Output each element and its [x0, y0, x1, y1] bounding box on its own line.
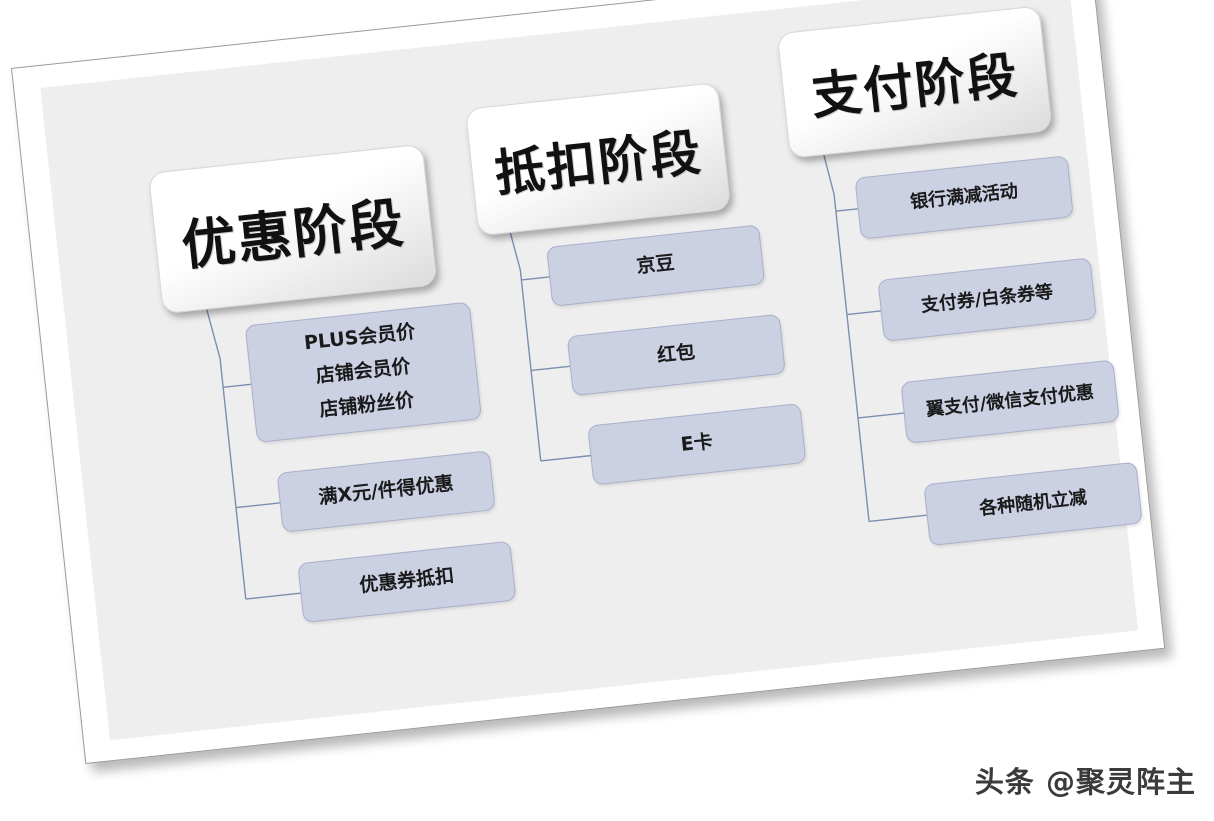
branch-line-col3-3	[868, 514, 927, 523]
node-threshold-discount[interactable]: 满X元/件得优惠	[276, 450, 496, 533]
branch-line-col3-0	[835, 208, 858, 212]
diagram-canvas: 优惠阶段 PLUS会员价 店铺会员价 店铺粉丝价 满X元/件得优惠 优惠券抵扣 …	[40, 0, 1143, 741]
node-red-packet[interactable]: 红包	[566, 313, 786, 397]
paper-sheet: 优惠阶段 PLUS会员价 店铺会员价 店铺粉丝价 满X元/件得优惠 优惠券抵扣 …	[11, 0, 1166, 765]
node-line: 优惠券抵扣	[358, 564, 456, 597]
node-line: 店铺粉丝价	[318, 389, 416, 422]
node-coupon-deduction[interactable]: 优惠券抵扣	[297, 540, 517, 624]
branch-line-col2-0	[521, 276, 550, 281]
branch-line-col3-1	[846, 310, 881, 316]
branch-line-col3-2	[857, 412, 904, 419]
watermark: 头条 @聚灵阵主	[974, 765, 1196, 799]
stage-header-discount[interactable]: 优惠阶段	[147, 143, 438, 315]
stage-header-deduction[interactable]: 抵扣阶段	[464, 82, 732, 237]
branch-line-col1-0	[223, 383, 252, 388]
node-line: PLUS会员价	[303, 320, 417, 355]
stage-header-label: 支付阶段	[808, 46, 1022, 126]
node-line: 京豆	[635, 251, 676, 278]
node-line: E卡	[679, 430, 714, 456]
branch-line-col1-2	[245, 592, 301, 600]
node-line: 银行满减活动	[909, 180, 1019, 213]
node-e-card[interactable]: E卡	[587, 403, 807, 486]
node-bank-promotion[interactable]: 银行满减活动	[854, 155, 1074, 240]
trunk-line-col1	[206, 309, 247, 600]
node-jingdou[interactable]: 京豆	[546, 224, 766, 307]
node-payment-coupon[interactable]: 支付券/白条券等	[877, 257, 1097, 342]
node-line: 各种随机立减	[978, 486, 1088, 520]
node-line: 红包	[656, 341, 697, 367]
node-line: 满X元/件得优惠	[317, 472, 455, 509]
node-line: 店铺会员价	[314, 355, 412, 388]
branch-line-col1-1	[235, 502, 280, 509]
node-random-discount[interactable]: 各种随机立减	[923, 461, 1143, 547]
stage-header-payment[interactable]: 支付阶段	[776, 5, 1053, 159]
node-member-prices[interactable]: PLUS会员价 店铺会员价 店铺粉丝价	[244, 301, 482, 443]
stage-header-label: 优惠阶段	[178, 190, 408, 278]
trunk-line-col2	[509, 232, 542, 462]
node-line: 支付券/白条券等	[919, 281, 1055, 317]
branch-line-col2-1	[531, 365, 570, 372]
stage-header-label: 抵扣阶段	[491, 123, 705, 204]
node-line: 翼支付/微信支付优惠	[925, 381, 1095, 421]
branch-line-col2-2	[540, 454, 591, 462]
node-wallet-discount[interactable]: 翼支付/微信支付优惠	[900, 359, 1120, 444]
